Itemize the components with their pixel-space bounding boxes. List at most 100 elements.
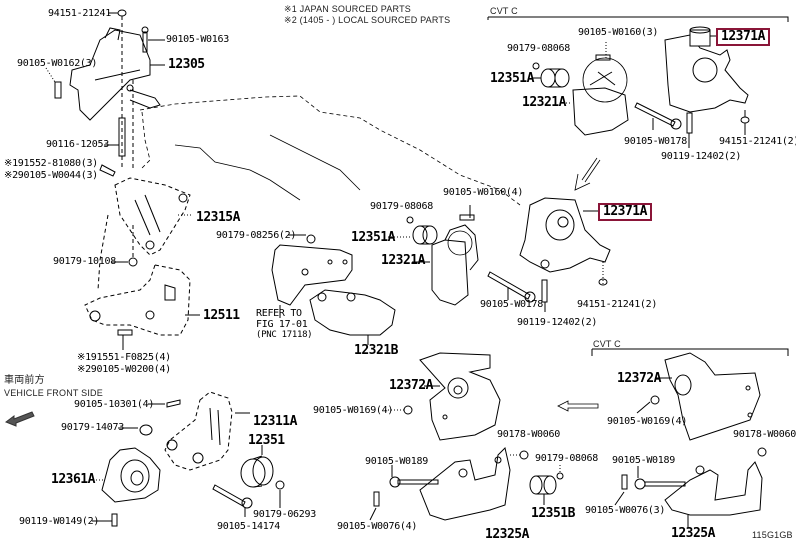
part-label-290105-W0200[interactable]: ※290105-W0200(4) — [77, 364, 171, 375]
part-label-12321B[interactable]: 12321B — [354, 343, 398, 358]
nut-90179-08256 — [306, 234, 316, 244]
nut-90179-10108 — [128, 257, 138, 267]
part-label-90105-W0169-right[interactable]: 90105-W0169(4) — [607, 416, 688, 427]
part-label-90105-W0169-mid[interactable]: 90105-W0169(4) — [313, 405, 394, 416]
bolt-90119-W0149 — [111, 513, 118, 527]
part-label-90105-W0160-4[interactable]: 90105-W0160(4) — [443, 187, 524, 198]
part-12351A-top — [540, 68, 570, 88]
part-label-12361A[interactable]: 12361A — [51, 472, 95, 487]
part-label-90179-08256[interactable]: 90179-08256(2) — [216, 230, 297, 241]
part-label-90179-10108[interactable]: 90179-10108 — [53, 256, 116, 267]
refer-line-2[interactable]: FIG 17-01 — [256, 319, 308, 330]
part-12321A-top — [572, 57, 629, 136]
part-label-90179-08068-top[interactable]: 90179-08068 — [507, 43, 570, 54]
part-12325A-right — [664, 461, 763, 516]
nut-94151-top — [117, 9, 127, 17]
part-label-90119-12402-top[interactable]: 90119-12402(2) — [661, 151, 742, 162]
engine-outline-inner2 — [269, 134, 361, 191]
part-label-12351[interactable]: 12351 — [248, 433, 285, 448]
nut-90178-W0060-right — [757, 447, 767, 457]
bolt-90105-W0160-4 — [459, 214, 475, 221]
bolt-90105-W0162 — [54, 81, 62, 99]
part-label-12315A[interactable]: 12315A — [196, 210, 240, 225]
part-label-90179-08068-mid[interactable]: 90179-08068 — [370, 201, 433, 212]
engine-outline-inner — [174, 144, 301, 201]
part-label-12371A-mid-highlighted[interactable]: 12371A — [598, 203, 652, 221]
part-label-90105-W0189-mid[interactable]: 90105-W0189 — [365, 456, 428, 467]
part-label-12325A-mid[interactable]: 12325A — [485, 527, 529, 542]
part-12351A-mid — [412, 225, 438, 245]
part-12372A-right — [664, 352, 761, 441]
figure-id: 115G1GB — [752, 530, 793, 540]
part-12372A-mid — [419, 352, 501, 441]
part-label-90119-12402-mid[interactable]: 90119-12402(2) — [517, 317, 598, 328]
part-label-90105-14174[interactable]: 90105-14174 — [217, 521, 280, 532]
part-label-12351A-top[interactable]: 12351A — [490, 71, 534, 86]
part-label-90105-W0076-4[interactable]: 90105-W0076(4) — [337, 521, 418, 532]
part-engine-bracket — [271, 244, 353, 306]
part-label-90179-14073[interactable]: 90179-14073 — [61, 422, 124, 433]
part-label-12321A-mid[interactable]: 12321A — [381, 253, 425, 268]
part-label-90116-12053[interactable]: 90116-12053 — [46, 139, 109, 150]
part-label-12311A[interactable]: 12311A — [253, 414, 297, 429]
part-12321B — [309, 289, 396, 336]
vehicle-front-arrow — [4, 411, 35, 427]
part-label-90179-06293[interactable]: 90179-06293 — [253, 509, 316, 520]
cvt-top-bracket-line — [488, 16, 789, 22]
part-label-90119-W0149[interactable]: 90119-W0149(2) — [19, 516, 100, 527]
part-label-90105-W0162[interactable]: 90105-W0162(3) — [17, 58, 98, 69]
part-12371A-top — [664, 26, 749, 113]
part-label-90105-W0076-3[interactable]: 90105-W0076(3) — [585, 505, 666, 516]
part-label-90105-W0160-3[interactable]: 90105-W0160(3) — [578, 27, 659, 38]
part-label-12325A-right[interactable]: 12325A — [671, 526, 715, 541]
part-label-90105-10301[interactable]: 90105-10301(4) — [74, 399, 155, 410]
bolt-90105-W0160-3 — [595, 54, 611, 61]
refer-line-1[interactable]: REFER TO — [256, 308, 302, 319]
bolt-90105-W0169-mid — [403, 405, 413, 415]
part-label-12372A-mid[interactable]: 12372A — [389, 378, 433, 393]
vehicle-front-en: VEHICLE FRONT SIDE — [4, 388, 103, 398]
part-12351B — [529, 475, 557, 495]
part-label-191552-81080[interactable]: ※191552-81080(3) — [4, 158, 98, 169]
nut-90179-14073 — [139, 424, 153, 436]
part-label-12321A-top[interactable]: 12321A — [522, 95, 566, 110]
part-label-90105-W0178-top[interactable]: 90105-W0178 — [624, 136, 687, 147]
bolt-90119-12402-top — [686, 112, 693, 134]
nut-90179-06293 — [275, 480, 285, 490]
part-label-12305[interactable]: 12305 — [168, 57, 205, 72]
part-12315A-bracket — [114, 177, 191, 256]
engine-outline — [139, 95, 521, 206]
bolt-90105-W0189-mid — [397, 479, 439, 485]
part-label-12511[interactable]: 12511 — [203, 308, 240, 323]
bolt-90105-W0163 — [142, 31, 148, 53]
engine-outline-left — [139, 111, 151, 171]
bolt-90105-W0076-right — [621, 474, 628, 490]
part-label-90178-W0060-mid[interactable]: 90178-W0060 — [497, 429, 560, 440]
part-label-90179-08068-bot[interactable]: 90179-08068 — [535, 453, 598, 464]
part-label-191551-F0825[interactable]: ※191551-F0825(4) — [77, 352, 171, 363]
part-label-12371A-top-highlighted[interactable]: 12371A — [716, 28, 770, 46]
part-12371A-mid — [519, 197, 611, 273]
part-label-90105-W0189-right[interactable]: 90105-W0189 — [612, 455, 675, 466]
part-label-12351A-mid[interactable]: 12351A — [351, 230, 395, 245]
part-label-12351B[interactable]: 12351B — [531, 506, 575, 521]
bolt-191552 — [99, 164, 116, 177]
part-label-290105-W0044[interactable]: ※290105-W0044(3) — [4, 170, 98, 181]
bolt-90105-W0169-right — [650, 395, 660, 405]
part-label-90105-W0163[interactable]: 90105-W0163 — [166, 34, 229, 45]
part-label-94151-21241-top[interactable]: 94151-21241(2) — [719, 136, 796, 147]
part-label-12372A-right[interactable]: 12372A — [617, 371, 661, 386]
section-label-cvt-top: CVT C — [490, 6, 518, 16]
bolt-191551 — [117, 329, 133, 336]
part-12321A-mid — [431, 224, 479, 306]
part-12325A-mid — [419, 447, 511, 521]
part-label-94151-21241-mid[interactable]: 94151-21241(2) — [577, 299, 658, 310]
part-12511-bracket — [84, 264, 191, 336]
bolt-90105-W0178-top — [634, 102, 676, 127]
bolt-90105-W0189-right — [644, 481, 686, 487]
part-label-90178-W0060-right[interactable]: 90178-W0060 — [733, 429, 796, 440]
part-label-94151-21241[interactable]: 94151-21241 — [48, 8, 111, 19]
part-label-90105-W0178-mid[interactable]: 90105-W0178 — [480, 299, 543, 310]
bolt-90105-W0076-mid — [373, 491, 380, 507]
